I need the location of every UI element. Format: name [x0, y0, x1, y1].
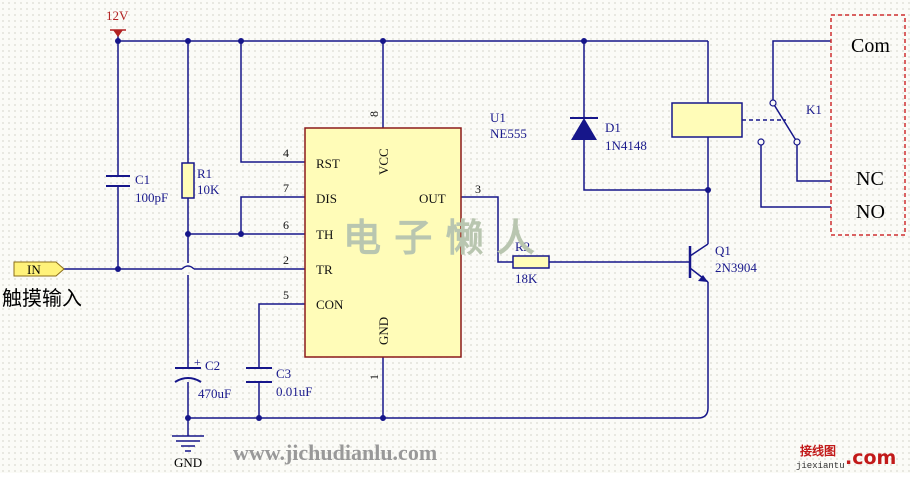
pin-gnd-name: GND	[376, 317, 391, 345]
relay-terminal-box: Com NC NO	[830, 14, 906, 236]
d1-value: 1N4148	[605, 138, 647, 153]
transistor-q1: Q1 2N3904	[688, 243, 757, 283]
pin-out-num: 3	[475, 182, 481, 196]
pin-rst-name: RST	[316, 156, 340, 171]
wires	[62, 30, 831, 419]
ic-ref: U1	[490, 110, 506, 125]
k1-ref: K1	[806, 102, 822, 117]
supply-12v: 12V	[106, 8, 129, 37]
logo-en: jiexiantu	[796, 461, 845, 471]
pin-gnd-num: 1	[367, 374, 381, 380]
pin-tr-name: TR	[316, 262, 333, 277]
input-port-label: IN	[27, 262, 41, 277]
logo-cn: 接线图	[800, 443, 836, 458]
capacitor-c3: C3 0.01uF	[246, 366, 312, 399]
c3-ref: C3	[276, 366, 291, 381]
resistor-r2: R2 18K	[512, 239, 550, 286]
ic-part: NE555	[490, 126, 527, 141]
capacitor-c2: + C2 470uF	[174, 355, 231, 401]
pin-con-name: CON	[316, 297, 344, 312]
c3-value: 0.01uF	[276, 384, 312, 399]
ic-ne555: U1 NE555 RST 4 DIS 7 TH 6 TR 2 CON 5 OUT…	[283, 110, 527, 380]
input-port: IN 触摸输入	[2, 261, 82, 310]
q1-value: 2N3904	[715, 260, 757, 275]
q1-ref: Q1	[715, 243, 731, 258]
junction-dots	[115, 38, 711, 421]
pin-th-num: 6	[283, 218, 289, 232]
pin-th-name: TH	[316, 227, 333, 242]
terminal-com: Com	[851, 35, 890, 57]
d1-ref: D1	[605, 120, 621, 135]
c2-value: 470uF	[198, 386, 231, 401]
ground-label: GND	[174, 455, 202, 470]
pin-dis-num: 7	[283, 181, 289, 195]
footer-url: www.jichudianlu.com	[233, 440, 437, 465]
resistor-r1: R1 10K	[181, 162, 220, 199]
ground-symbol: GND	[172, 418, 204, 470]
pin-vcc-name: VCC	[376, 148, 391, 175]
capacitor-c1: C1 100pF	[106, 172, 168, 205]
r1-value: 10K	[197, 182, 220, 197]
terminal-no: NO	[856, 201, 885, 223]
r2-ref: R2	[515, 239, 530, 254]
relay-k1: K1	[671, 99, 822, 146]
r1-ref: R1	[197, 166, 212, 181]
corner-logo: 接线图 jiexiantu .com	[796, 443, 896, 471]
c1-value: 100pF	[135, 190, 168, 205]
input-caption: 触摸输入	[2, 286, 82, 310]
r2-value: 18K	[515, 271, 538, 286]
supply-label: 12V	[106, 8, 129, 23]
pin-tr-num: 2	[283, 253, 289, 267]
watermark-text: 电 子 懒 人	[343, 216, 535, 260]
pin-con-num: 5	[283, 288, 289, 302]
pin-dis-name: DIS	[316, 191, 337, 206]
pin-vcc-num: 8	[367, 111, 381, 117]
svg-text:+: +	[194, 355, 201, 369]
pin-rst-num: 4	[283, 146, 289, 160]
c1-ref: C1	[135, 172, 150, 187]
logo-suffix: .com	[845, 447, 896, 469]
terminal-nc: NC	[856, 168, 884, 190]
diode-d1: D1 1N4148	[570, 117, 647, 153]
c2-ref: C2	[205, 358, 220, 373]
pin-out-name: OUT	[419, 191, 446, 206]
